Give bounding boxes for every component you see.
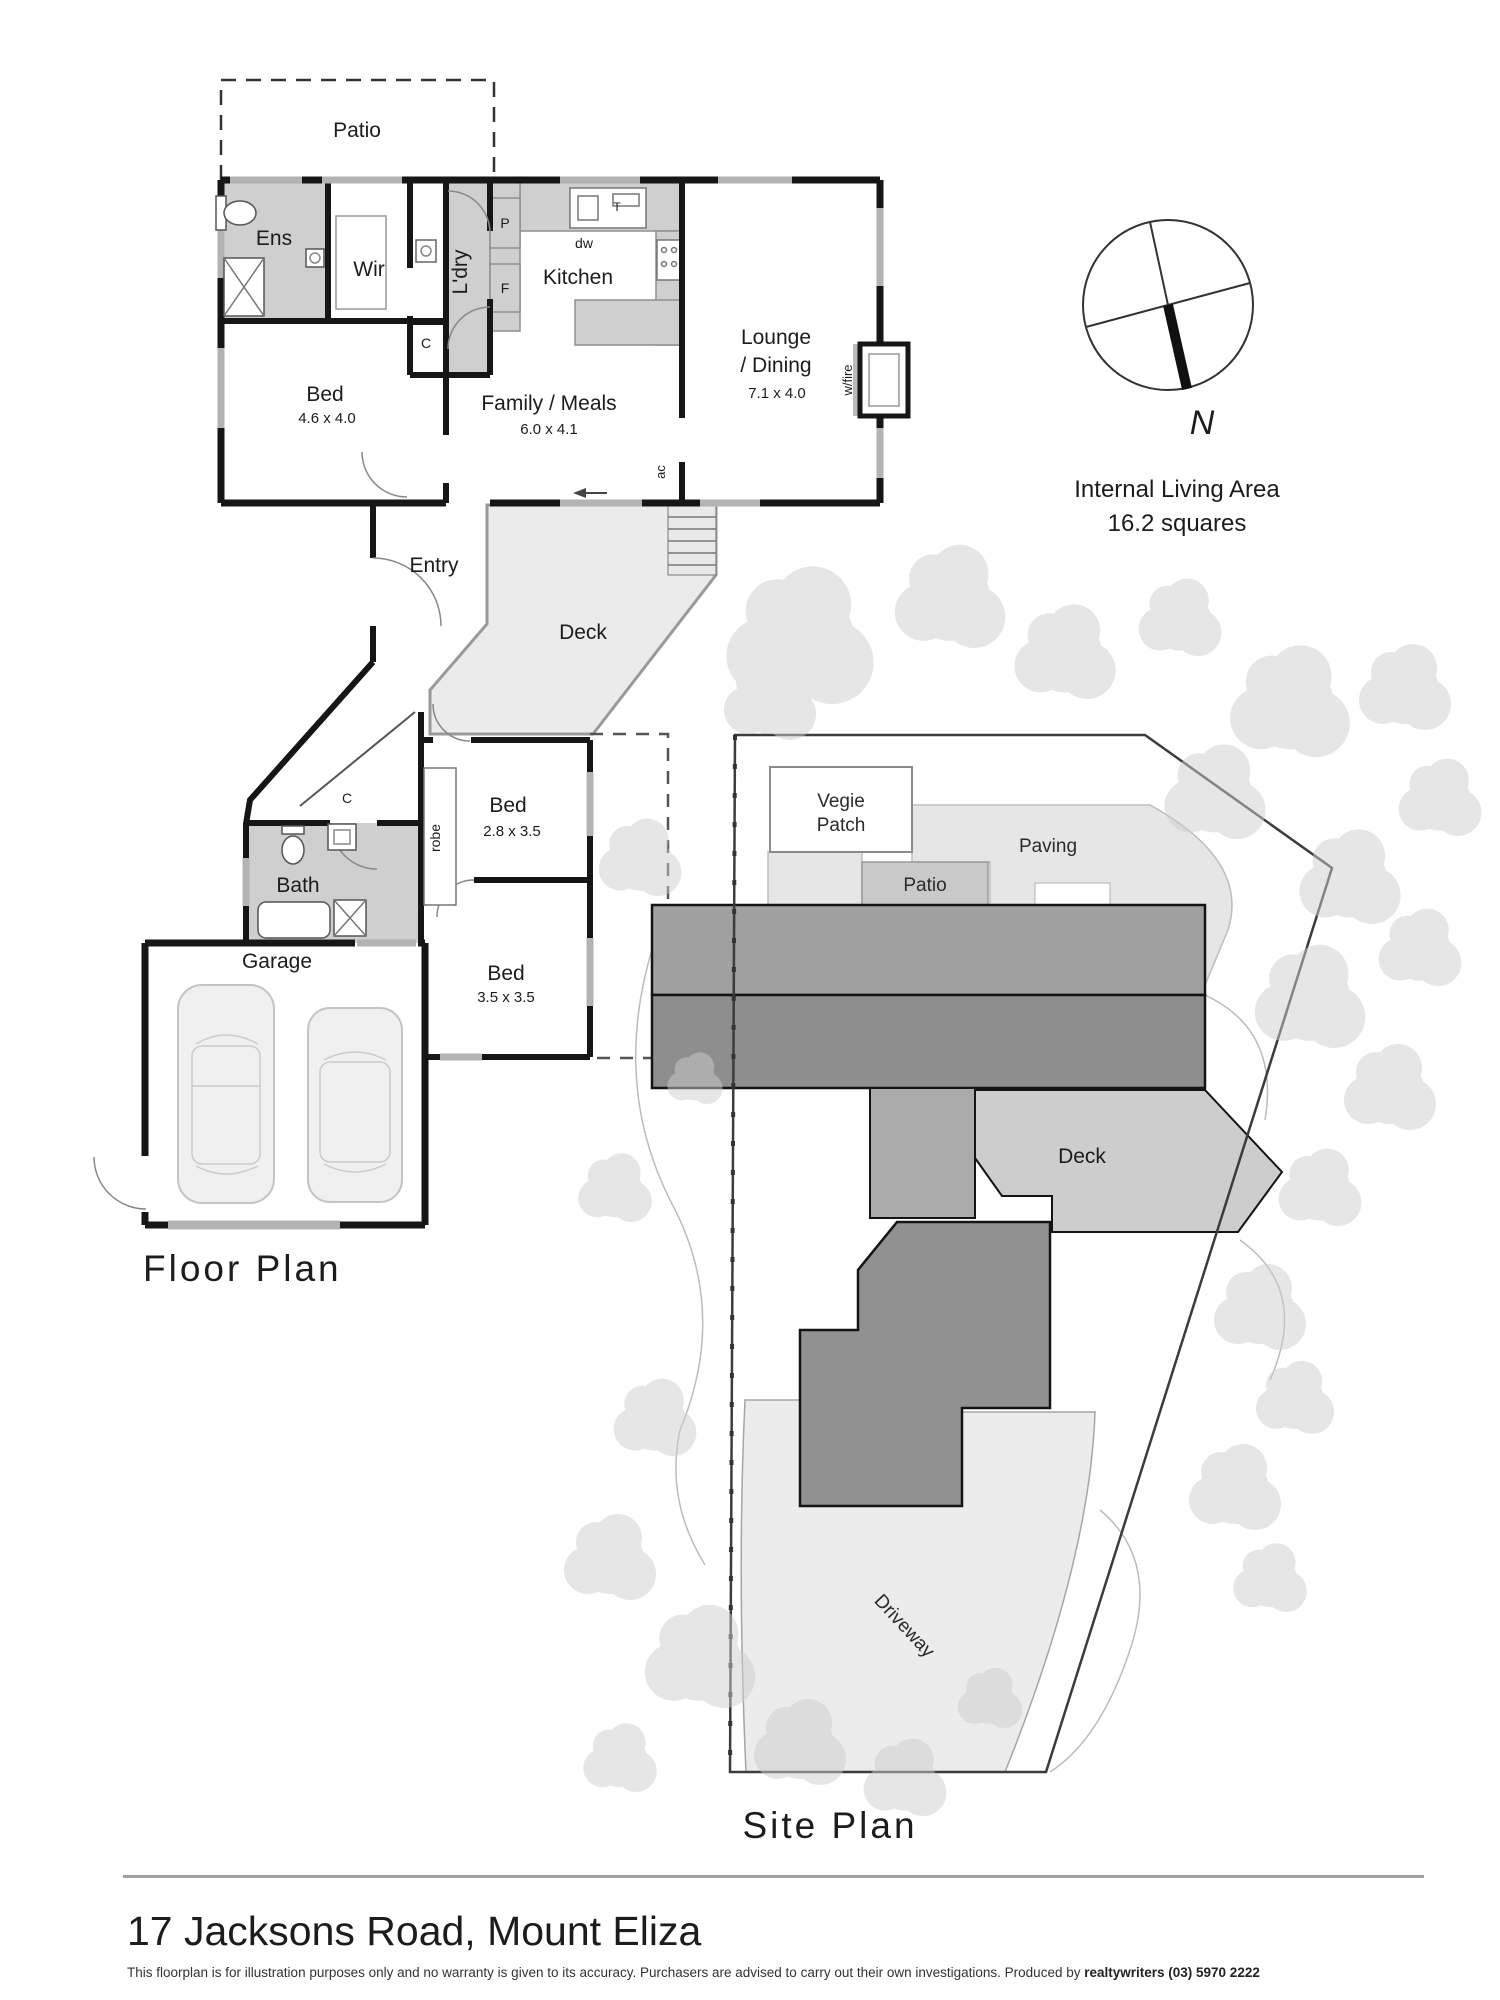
label-dishwasher: dw <box>575 235 594 251</box>
label-vegie-1: Vegie <box>817 791 865 812</box>
garage-car-left <box>177 984 275 1204</box>
label-garage: Garage <box>242 950 312 973</box>
label-ens: Ens <box>256 227 292 250</box>
footer-address: 17 Jacksons Road, Mount Eliza <box>127 1908 701 1954</box>
footer-disclaimer-bold: realtywriters (03) 5970 2222 <box>1084 1965 1260 1980</box>
footer-disclaimer-plain: This floorplan is for illustration purpo… <box>127 1965 1084 1980</box>
bath-fixtures <box>257 823 367 939</box>
label-fridge: F <box>501 280 510 296</box>
label-lounge-dims: 7.1 x 4.0 <box>748 385 806 402</box>
label-bed3-dims: 3.5 x 3.5 <box>477 989 535 1006</box>
site-deck-shape <box>974 1089 1284 1233</box>
label-deck: Deck <box>559 621 607 644</box>
internal-area-line1: Internal Living Area <box>1074 476 1280 503</box>
label-family-dims: 6.0 x 4.1 <box>520 421 578 438</box>
bed2-robe <box>423 767 457 906</box>
label-patio: Patio <box>333 119 381 142</box>
site-white-structure <box>1034 882 1111 906</box>
label-ldry: L'dry <box>449 249 472 294</box>
label-ac: ac <box>653 465 668 479</box>
label-wfire: w/fire <box>840 364 855 396</box>
windows-doors-gray <box>168 176 884 1230</box>
label-closet-upper: C <box>421 335 431 351</box>
label-lounge-2: / Dining <box>740 354 811 377</box>
label-site-paving: Paving <box>1019 836 1077 857</box>
site-boundary <box>728 733 1334 1774</box>
site-house <box>650 903 1284 1508</box>
label-vegie-2: Patch <box>817 815 866 836</box>
site-plan-title: Site Plan <box>742 1805 917 1846</box>
verandah-dashed-outline <box>590 732 670 1060</box>
kitchen-stove <box>656 239 682 281</box>
ensuite-fixtures <box>215 195 325 317</box>
site-lower-wing <box>798 1220 1052 1508</box>
floor-plan-title: Floor Plan <box>143 1248 342 1289</box>
label-robe: robe <box>427 824 443 852</box>
compass-north-label: N <box>1190 404 1215 442</box>
footer-disclaimer: This floorplan is for illustration purpo… <box>127 1965 1260 1980</box>
shaded-floors <box>221 181 490 943</box>
internal-area-line2: 16.2 squares <box>1108 510 1247 537</box>
site-garden-paths <box>634 939 1286 1773</box>
label-lounge-1: Lounge <box>741 326 811 349</box>
patio-dashed-outline <box>219 78 496 180</box>
garage-car-right <box>307 1007 403 1203</box>
label-family: Family / Meals <box>481 392 616 415</box>
label-closet-lower: C <box>342 790 352 806</box>
label-bath: Bath <box>276 874 319 897</box>
deck-stairs <box>667 504 717 576</box>
closet-divider-line <box>299 711 416 807</box>
wir-robe-outline <box>335 215 387 310</box>
fireplace <box>853 341 911 419</box>
label-site-deck: Deck <box>1058 1145 1106 1168</box>
label-bed1: Bed <box>306 383 343 406</box>
footer-rule <box>123 1875 1424 1878</box>
site-patio <box>861 861 989 906</box>
label-pantry: P <box>500 215 509 231</box>
label-entry: Entry <box>409 554 459 577</box>
label-bed1-dims: 4.6 x 4.0 <box>298 410 356 427</box>
label-kitchen: Kitchen <box>543 266 613 289</box>
label-bed2-dims: 2.8 x 3.5 <box>483 823 541 840</box>
laundry-trough <box>415 239 437 263</box>
entry-arrow <box>573 488 607 498</box>
label-bed2: Bed <box>489 794 526 817</box>
label-wir: Wir <box>353 258 384 281</box>
kitchen-sink <box>569 187 647 229</box>
label-site-patio: Patio <box>903 875 946 896</box>
label-trough: T <box>613 200 621 214</box>
label-bed3: Bed <box>487 962 524 985</box>
site-vegie-patch <box>769 766 913 853</box>
compass: N <box>1082 219 1254 442</box>
